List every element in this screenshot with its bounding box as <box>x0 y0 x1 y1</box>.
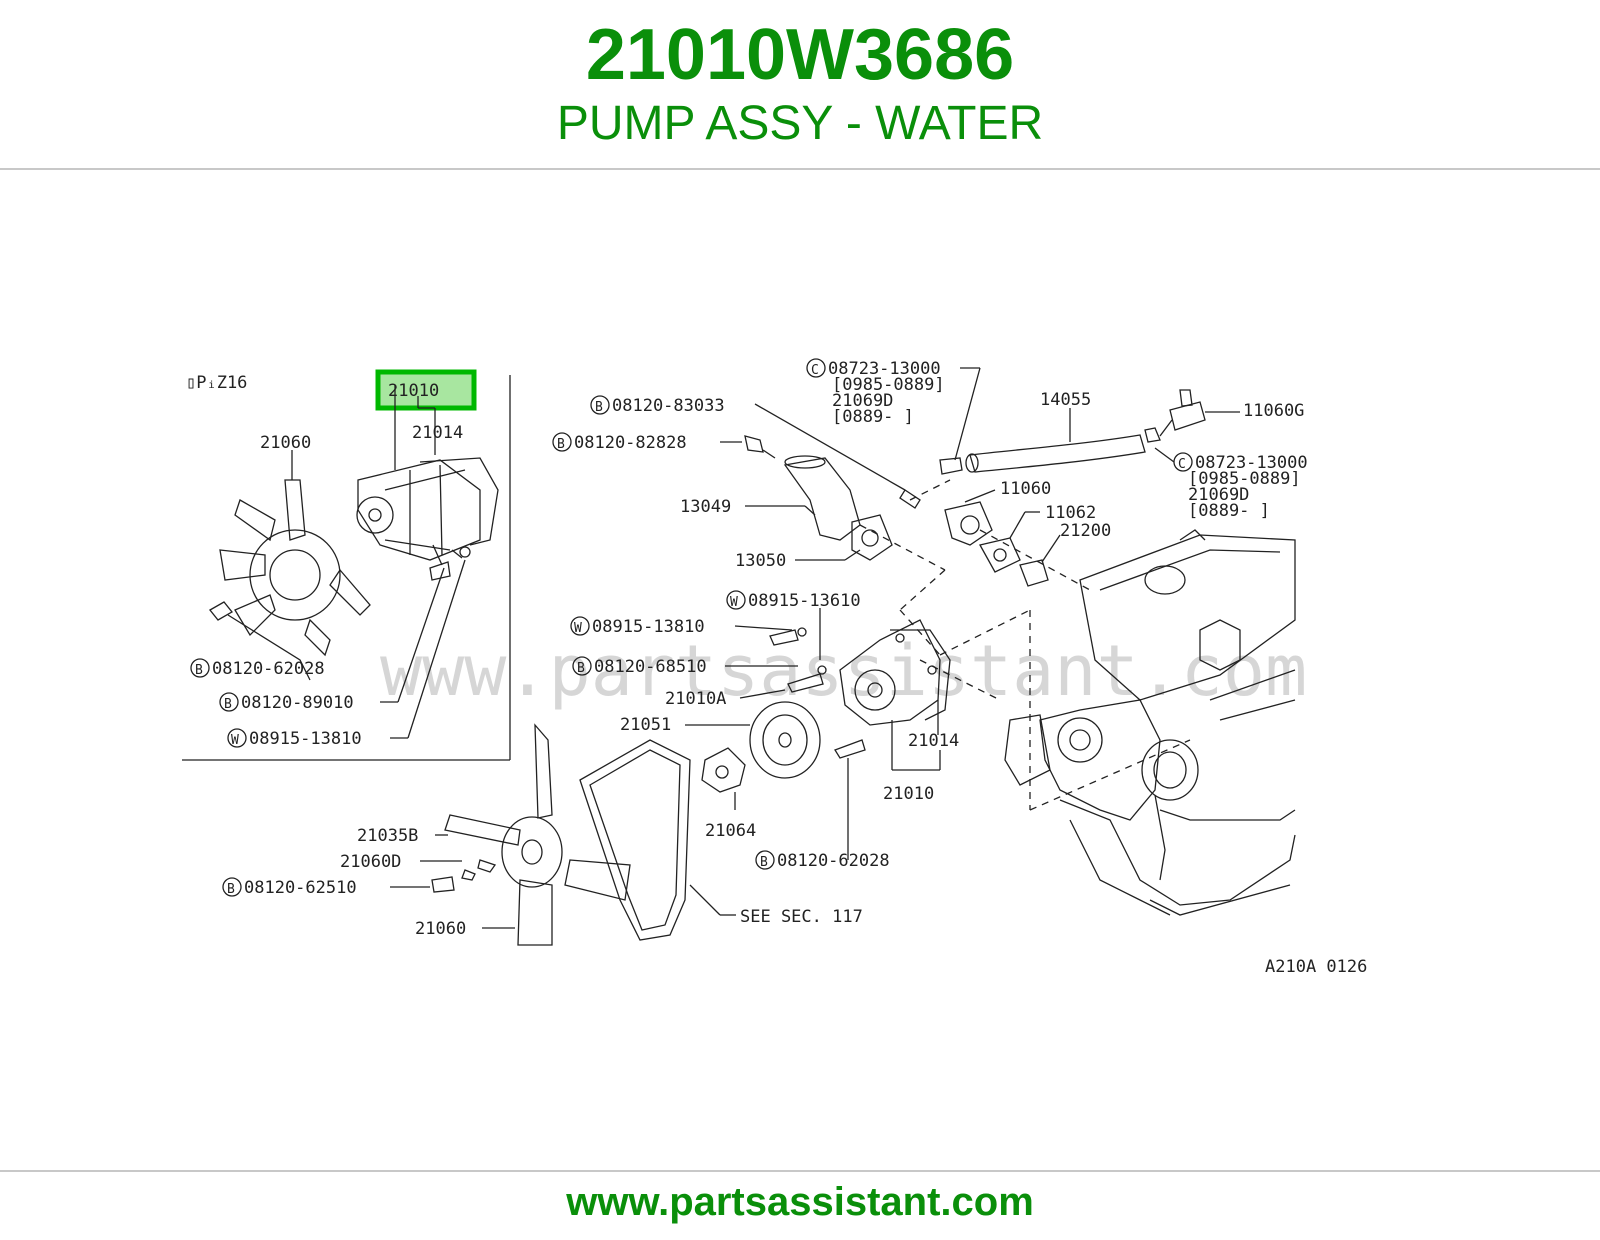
svg-text:W: W <box>231 733 239 748</box>
svg-text:C: C <box>1178 457 1186 472</box>
bolt-callout-82828: B <box>552 432 776 459</box>
inset-frame <box>182 375 511 761</box>
label-0985-0889-top: [0985-0889] <box>832 375 945 395</box>
inset-label-08120-62028: 08120-62028 <box>212 659 325 679</box>
label-08723-13000-top: 08723-13000 <box>828 359 941 379</box>
label-21069d-right: 21069D <box>1188 485 1249 505</box>
housing-13049-drawing <box>745 455 861 541</box>
label-08120-82828: 08120-82828 <box>574 433 687 453</box>
fitting-11060g-drawing <box>1144 389 1240 443</box>
label-08915-13810: 08915-13810 <box>592 617 705 637</box>
bolt-callout-68510: B <box>572 656 827 676</box>
bolt-callout-62028: B <box>755 850 775 870</box>
parts-diagram-svg: www.partsassistant.com ▯PᵢZ16 21010 2101… <box>182 358 1367 977</box>
label-11060: 11060 <box>1000 479 1051 499</box>
pulley-21051-drawing <box>685 701 821 779</box>
hose-14055-drawing <box>939 408 1146 475</box>
watermark-text: www.partsassistant.com <box>380 630 1307 712</box>
part-number-title: 21010W3686 <box>585 15 1015 95</box>
label-21035b: 21035B <box>357 826 418 846</box>
drive-belt-drawing <box>579 739 736 941</box>
inset-label-21014: 21014 <box>412 423 463 443</box>
engine-block-drawing <box>1004 529 1296 916</box>
bolt-21010a-drawing <box>739 673 824 699</box>
washer-callout-13610: W <box>726 590 821 660</box>
inset-bolt-callout-62028: B <box>190 658 210 678</box>
label-21060d: 21060D <box>340 852 401 872</box>
label-08120-68510: 08120-68510 <box>594 657 707 677</box>
water-pump-body-drawing <box>839 619 951 771</box>
label-13049: 13049 <box>680 497 731 517</box>
inset-title: ▯PᵢZ16 <box>186 373 247 393</box>
label-21069d-top: 21069D <box>832 391 893 411</box>
highlighted-callout[interactable]: 21010 <box>375 369 477 411</box>
inset-pump-drawing <box>356 385 499 581</box>
label-08723-13000-right: 08723-13000 <box>1195 453 1308 473</box>
svg-text:B: B <box>557 437 565 452</box>
svg-text:B: B <box>224 697 232 712</box>
label-0889-top: [0889- ] <box>832 407 914 427</box>
parts-diagram: www.partsassistant.com ▯PᵢZ16 21010 2101… <box>180 340 1420 1010</box>
inset-fan-drawing <box>209 450 371 681</box>
clamp-callout-right: C <box>1154 447 1193 472</box>
outlet-11060-drawing <box>944 489 996 546</box>
label-08120-62510: 08120-62510 <box>244 878 357 898</box>
highlighted-callout-label: 21010 <box>388 381 439 401</box>
label-21010: 21010 <box>883 784 934 804</box>
inset-label-08120-89010: 08120-89010 <box>241 693 354 713</box>
svg-text:W: W <box>574 621 582 636</box>
page-header: 21010W3686 PUMP ASSY - WATER <box>0 0 1600 170</box>
gasket-13050-drawing <box>795 514 893 561</box>
fan-21060-drawing <box>444 723 631 946</box>
bolt-callout-83033: B <box>590 395 921 509</box>
label-21060: 21060 <box>415 919 466 939</box>
inset-label-08915-13810: 08915-13810 <box>249 729 362 749</box>
label-08120-83033: 08120-83033 <box>612 396 725 416</box>
gasket-11062-drawing <box>979 511 1040 573</box>
svg-text:B: B <box>577 661 585 676</box>
inset-washer-callout-13810: W <box>227 559 466 748</box>
top-divider <box>0 168 1600 170</box>
label-08915-13610: 08915-13610 <box>748 591 861 611</box>
label-21051: 21051 <box>620 715 671 735</box>
hub-21064-drawing <box>701 747 746 810</box>
label-21010a: 21010A <box>665 689 726 709</box>
thermostat-21200-drawing <box>1019 534 1061 587</box>
label-0985-0889-right: [0985-0889] <box>1188 469 1301 489</box>
label-21014: 21014 <box>908 731 959 751</box>
part-name-subtitle: PUMP ASSY - WATER <box>556 97 1044 150</box>
label-14055: 14055 <box>1040 390 1091 410</box>
label-11062: 11062 <box>1045 503 1096 523</box>
label-11060g: 11060G <box>1243 401 1304 421</box>
svg-text:B: B <box>595 400 603 415</box>
svg-text:W: W <box>730 595 738 610</box>
washer-callout-13810: W <box>570 616 807 646</box>
label-21064: 21064 <box>705 821 756 841</box>
inset-bolt-callout-89010: B <box>219 567 445 712</box>
svg-text:C: C <box>811 363 819 378</box>
label-08120-62028: 08120-62028 <box>777 851 890 871</box>
svg-text:B: B <box>195 663 203 678</box>
bottom-divider <box>0 1170 1600 1172</box>
figure-code: A210A 0126 <box>1265 957 1367 977</box>
bolt-callout-62510: B <box>222 876 455 897</box>
footer-url[interactable]: www.partsassistant.com <box>566 1180 1034 1224</box>
svg-text:B: B <box>227 882 235 897</box>
label-21200: 21200 <box>1060 521 1111 541</box>
svg-text:B: B <box>760 855 768 870</box>
clamp-callout-top: C <box>806 358 981 461</box>
label-13050: 13050 <box>735 551 786 571</box>
label-see-sec-117: SEE SEC. 117 <box>740 907 863 927</box>
label-0889-right: [0889- ] <box>1188 501 1270 521</box>
bolt-62028-drawing <box>834 739 866 860</box>
inset-label-21060: 21060 <box>260 433 311 453</box>
